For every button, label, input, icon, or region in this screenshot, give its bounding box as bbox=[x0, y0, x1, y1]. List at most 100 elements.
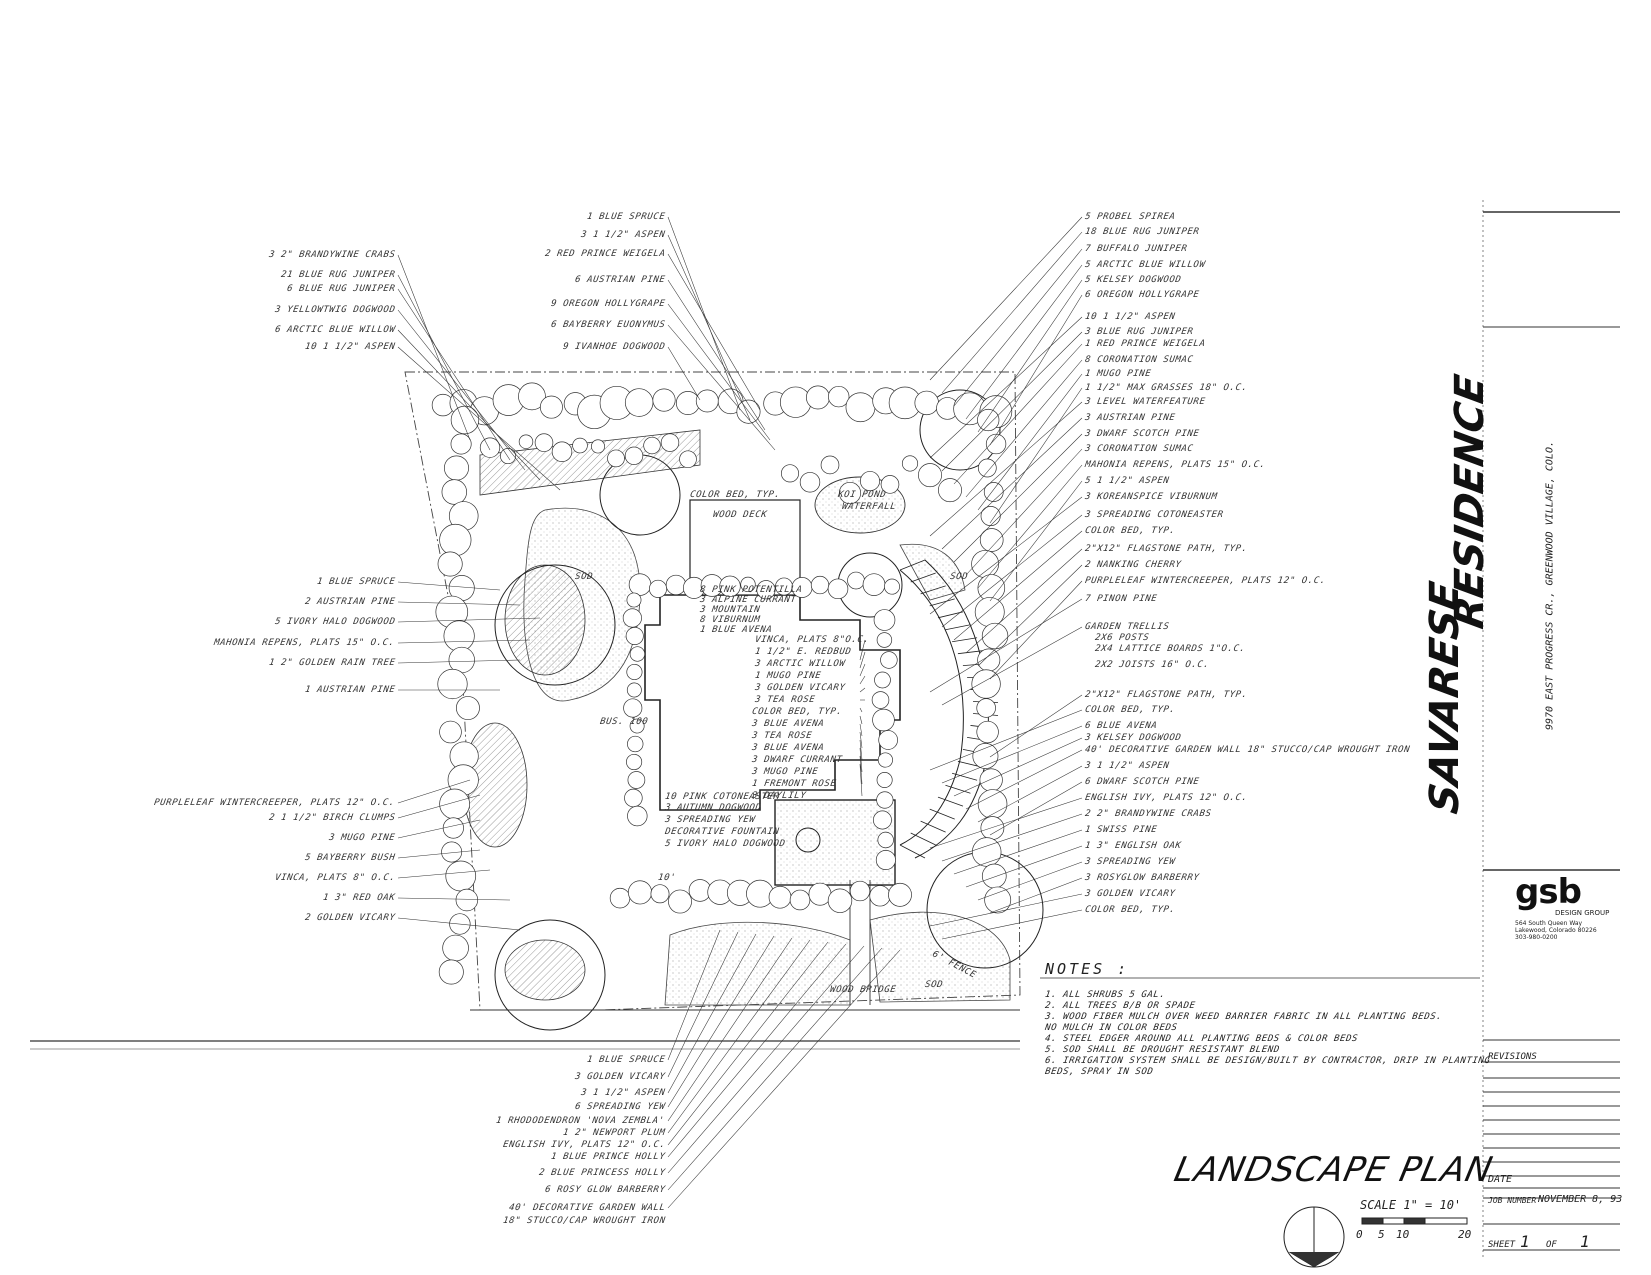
shrub-symbol bbox=[880, 475, 900, 494]
shrub-symbol bbox=[876, 791, 894, 809]
leader-line bbox=[977, 373, 1083, 511]
shrub-symbol bbox=[914, 390, 939, 416]
callout-left-10: 1 2" GOLDEN RAIN TREE bbox=[267, 658, 396, 668]
callout-left-0: 3 2" BRANDYWINE CRABS bbox=[267, 250, 396, 260]
shrub-symbol bbox=[918, 463, 942, 488]
callout-bottom-11: 18" STUCCO/CAP WROUGHT IRON bbox=[501, 1216, 666, 1226]
leader-line bbox=[941, 626, 1083, 706]
leader-line bbox=[929, 893, 1083, 927]
shrub-symbol bbox=[441, 479, 468, 505]
leader-line bbox=[989, 580, 1083, 680]
shrub-symbol bbox=[607, 449, 625, 468]
shrub-symbol bbox=[445, 860, 477, 892]
garden-trellis bbox=[899, 559, 989, 859]
leader-line bbox=[977, 464, 1083, 589]
shrub-symbol bbox=[849, 880, 871, 902]
callout-right-15: 3 CORONATION SUMAC bbox=[1084, 444, 1195, 454]
leader-line bbox=[929, 316, 1083, 459]
shrub-symbol bbox=[901, 455, 919, 472]
shrub-clusters bbox=[431, 382, 1013, 985]
note-item: NO MULCH IN COLOR BEDS bbox=[1044, 1023, 1179, 1033]
koi-pond bbox=[814, 476, 906, 534]
leader-line bbox=[667, 947, 883, 1191]
shrub-symbol bbox=[873, 609, 896, 631]
color-bed-label: COLOR BED, TYP. bbox=[689, 490, 781, 500]
callout-bottom-8: 2 BLUE PRINCESS HOLLY bbox=[537, 1168, 666, 1178]
leader-line bbox=[397, 794, 481, 819]
callout-left-1: 21 BLUE RUG JUNIPER bbox=[279, 270, 396, 280]
leader-line bbox=[667, 216, 741, 411]
shrub-symbol bbox=[884, 578, 900, 595]
leader-line bbox=[941, 514, 1083, 628]
shrub-symbol bbox=[455, 888, 479, 912]
callout-center-1: 3 ALPINE CURRANT bbox=[699, 595, 797, 605]
leader-line bbox=[859, 663, 866, 677]
leader-line bbox=[859, 731, 863, 749]
note-item: 5. SOD SHALL BE DROUGHT RESISTANT BLEND bbox=[1044, 1045, 1281, 1055]
callout-right-4: 5 KELSEY DOGWOOD bbox=[1084, 275, 1182, 285]
callout-right-2: 7 BUFFALO JUNIPER bbox=[1084, 244, 1189, 254]
shrub-symbol bbox=[695, 389, 719, 413]
callout-center-15: 3 DWARF CURRANT bbox=[751, 755, 843, 765]
callout-right-3: 5 ARCTIC BLUE WILLOW bbox=[1084, 260, 1207, 270]
callout-bottom-7: 1 BLUE PRINCE HOLLY bbox=[549, 1152, 666, 1162]
callout-center-4: 1 BLUE AVENA bbox=[699, 625, 773, 635]
callout-right-32: 3 KELSEY DOGWOOD bbox=[1084, 733, 1182, 743]
callout-right-23: PURPLELEAF WINTERCREEPER, PLATS 12" O.C. bbox=[1084, 576, 1327, 586]
callout-right-8: 1 RED PRINCE WEIGELA bbox=[1084, 339, 1207, 349]
shrub-symbol bbox=[624, 446, 644, 465]
leader-line bbox=[859, 639, 866, 661]
sheet-number: 1 bbox=[1520, 1232, 1530, 1251]
callout-left-9: MAHONIA REPENS, PLATS 15" O.C. bbox=[213, 638, 396, 648]
callout-left-11: 1 AUSTRIAN PINE bbox=[304, 685, 396, 695]
bus-label: BUS. 100 bbox=[599, 717, 649, 727]
callout-left-16: VINCA, PLATS 8" O.C. bbox=[273, 873, 396, 883]
leader-line bbox=[667, 935, 775, 1108]
leader-line bbox=[667, 943, 847, 1158]
scale-label: SCALE 1" = 10' bbox=[1360, 1198, 1462, 1212]
callout-center-12: 3 BLUE AVENA bbox=[751, 719, 825, 729]
callout-right-38: 1 SWISS PINE bbox=[1084, 825, 1158, 835]
shrub-symbol bbox=[443, 455, 469, 481]
shrub-symbol bbox=[623, 698, 643, 718]
leader-line bbox=[929, 496, 1083, 615]
shrub-symbol bbox=[628, 880, 652, 905]
leader-line bbox=[859, 755, 863, 785]
shrub-symbol bbox=[442, 934, 469, 962]
callout-right-28: 2X2 JOISTS 16" O.C. bbox=[1094, 660, 1211, 670]
callout-left-15: 5 BAYBERRY BUSH bbox=[304, 853, 396, 863]
date-label: DATE bbox=[1488, 1174, 1513, 1185]
callout-left-13: 2 1 1/2" BIRCH CLUMPS bbox=[267, 813, 396, 823]
leader-line bbox=[859, 715, 863, 725]
scale-tick-5: 5 bbox=[1378, 1228, 1385, 1241]
shrub-symbol bbox=[847, 571, 865, 590]
callout-center-14: 3 BLUE AVENA bbox=[751, 743, 825, 753]
leader-line bbox=[989, 387, 1083, 524]
callout-right-6: 10 1 1/2" ASPEN bbox=[1084, 312, 1176, 322]
firm-address-2: Lakewood, Colorado 80226 bbox=[1515, 927, 1597, 934]
trellis-slat bbox=[957, 650, 983, 655]
callout-right-31: 6 BLUE AVENA bbox=[1084, 721, 1158, 731]
callout-center-5: VINCA, PLATS 8"O.C. bbox=[754, 635, 871, 645]
firm-logo: gsb DESIGN GROUP 564 South Queen Way Lak… bbox=[1515, 875, 1610, 941]
callout-right-24: 7 PINON PINE bbox=[1084, 594, 1158, 604]
leader-line bbox=[965, 845, 1083, 888]
leader-line bbox=[941, 417, 1083, 550]
callout-left-5: 10 1 1/2" ASPEN bbox=[304, 342, 396, 352]
shrub-symbol bbox=[860, 471, 880, 492]
leader-line bbox=[667, 279, 766, 431]
leader-line bbox=[397, 346, 561, 491]
callout-center-10: 3 TEA ROSE bbox=[754, 695, 816, 705]
leader-line bbox=[667, 324, 776, 451]
shrub-symbol bbox=[981, 622, 1009, 650]
shrub-symbol bbox=[679, 450, 697, 469]
leader-line bbox=[397, 329, 541, 481]
koi-pond-label: KOI POND bbox=[837, 490, 887, 500]
north-arrow-icon bbox=[1283, 1206, 1345, 1268]
shrub-symbol bbox=[875, 850, 896, 870]
street-curb bbox=[30, 1009, 1020, 1050]
shrub-symbol bbox=[828, 385, 850, 408]
project-name-line2: RESIDENCE bbox=[1447, 371, 1493, 633]
firm-phone: 303-980-0200 bbox=[1515, 934, 1558, 941]
shrub-symbol bbox=[622, 608, 642, 628]
